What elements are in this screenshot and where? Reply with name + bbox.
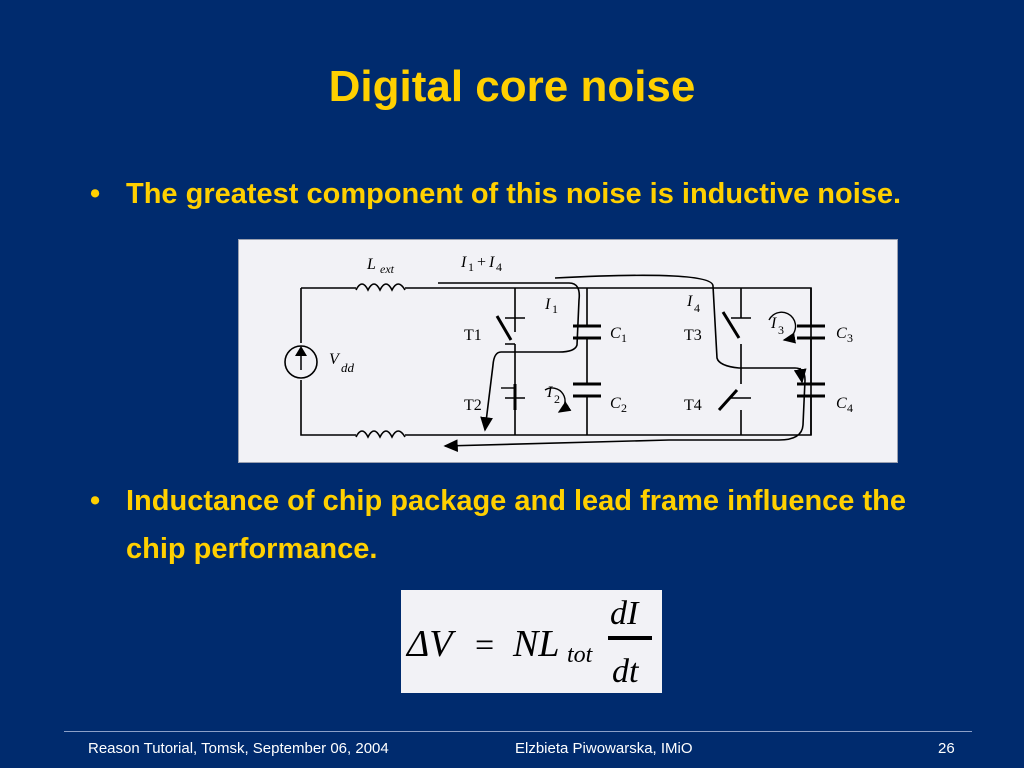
bullet-dot: • [90,485,101,517]
label-c2-sub: 2 [621,401,627,415]
label-i14-b-sub: 4 [496,260,502,274]
label-i14-b: I [488,254,495,271]
label-lext: L [366,256,376,273]
formula-delta-v: ΔV [405,623,456,665]
label-c4: C [836,395,847,412]
label-i1-sub: 1 [552,302,558,316]
formula-fraction-bar [608,636,652,640]
bullet-text-1: The greatest component of this noise is … [126,178,902,210]
bullet-item-1: • The greatest component of this noise i… [90,170,956,218]
label-c3-sub: 3 [847,331,853,345]
label-i2-sub: 2 [554,392,560,406]
footer-divider [64,731,972,732]
label-c2: C [610,395,621,412]
label-c4-sub: 4 [847,401,853,415]
formula-equals: = [475,627,494,664]
label-i2: I [546,384,553,401]
page-number: 26 [938,740,955,757]
circuit-diagram: L ext I 1 + I 4 I 1 I 2 I 3 I 4 C 1 C 2 … [238,239,898,463]
label-i14-plus: + [477,254,486,271]
formula-subscript: tot [567,642,594,668]
label-lext-sub: ext [380,262,395,276]
label-vdd: V [329,351,341,368]
label-t3: T3 [684,327,702,344]
label-i14-a: I [460,254,467,271]
bullet-item-2: • Inductance of chip package and lead fr… [90,477,956,573]
label-i4-sub: 4 [694,301,700,315]
formula-nl: NL [512,623,559,665]
label-c3: C [836,325,847,342]
footer-event: Reason Tutorial, Tomsk, September 06, 20… [88,740,389,757]
label-t2: T2 [464,397,482,414]
label-c1: C [610,325,621,342]
label-vdd-sub: dd [341,360,355,375]
label-i14-a-sub: 1 [468,260,474,274]
bullet-text-2: Inductance of chip package and lead fram… [126,485,906,565]
label-i1: I [544,296,551,313]
footer-author: Elzbieta Piwowarska, IMiO [515,740,693,757]
label-c1-sub: 1 [621,331,627,345]
slide-title: Digital core noise [328,62,696,111]
label-i3: I [770,315,777,332]
label-t1: T1 [464,327,482,344]
bullet-dot: • [90,178,101,210]
formula-numerator: dI [610,595,640,632]
label-t4: T4 [684,397,702,414]
formula-box: ΔV = NL tot dI dt [401,590,662,693]
label-i4: I [686,293,693,310]
label-i3-sub: 3 [778,323,784,337]
formula-denominator: dt [612,653,640,690]
